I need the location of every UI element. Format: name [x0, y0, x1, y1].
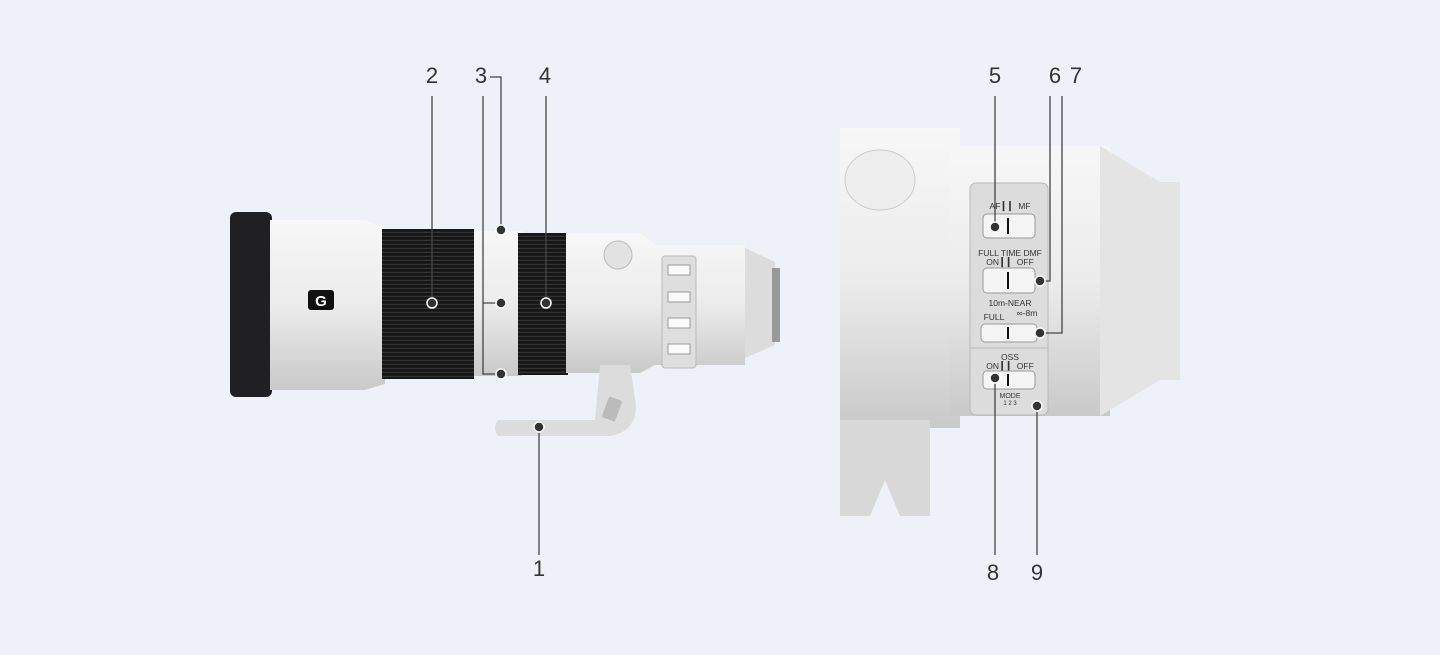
switch-panel: [969, 182, 1049, 416]
full-lens: G: [230, 212, 780, 436]
callout-lines: [431, 76, 1063, 555]
lens-barrel: [566, 233, 745, 373]
callout-2: 2: [425, 63, 439, 88]
svg-text:10m-NEAR: 10m-NEAR: [989, 298, 1032, 308]
svg-text:AF ▎▎ MF: AF ▎▎ MF: [990, 200, 1031, 212]
svg-text:MODE: MODE: [1000, 393, 1021, 400]
svg-text:G: G: [315, 293, 327, 310]
svg-text:1 2 3: 1 2 3: [1003, 401, 1017, 407]
svg-text:FULL: FULL: [984, 312, 1005, 322]
callout-4: 4: [538, 63, 552, 88]
callout-8: 8: [986, 560, 1000, 585]
svg-text:∞-8m: ∞-8m: [1017, 308, 1038, 318]
callout-7: 7: [1069, 63, 1083, 88]
lock-knob-closeup: [844, 149, 916, 211]
svg-text:ON ▎▎ OFF: ON ▎▎ OFF: [986, 360, 1034, 372]
switch-panel-small: [661, 255, 697, 369]
g-badge: [308, 290, 334, 310]
callout-1: 1: [532, 556, 546, 581]
svg-text:FULL TIME DMF: FULL TIME DMF: [978, 248, 1042, 258]
callout-dots: [426, 221, 1046, 433]
tripod-foot: [495, 365, 636, 436]
callout-6: 6: [1048, 63, 1062, 88]
lens-hood-ring: [230, 212, 272, 397]
lens-rear: [745, 248, 775, 358]
lens-mount: [772, 268, 780, 342]
callout-3: 3: [474, 63, 488, 88]
callout-9: 9: [1030, 560, 1044, 585]
svg-text:OSS: OSS: [1001, 352, 1019, 362]
svg-text:ON ▎▎ OFF: ON ▎▎ OFF: [986, 256, 1034, 268]
tripod-foot-closeup: [840, 420, 930, 516]
lock-knob: [603, 240, 633, 270]
callout-5: 5: [988, 63, 1002, 88]
switch-closeup: AF ▎▎ MF FULL TIME DMF ON ▎▎ OFF 10m-NEA…: [840, 128, 1180, 516]
